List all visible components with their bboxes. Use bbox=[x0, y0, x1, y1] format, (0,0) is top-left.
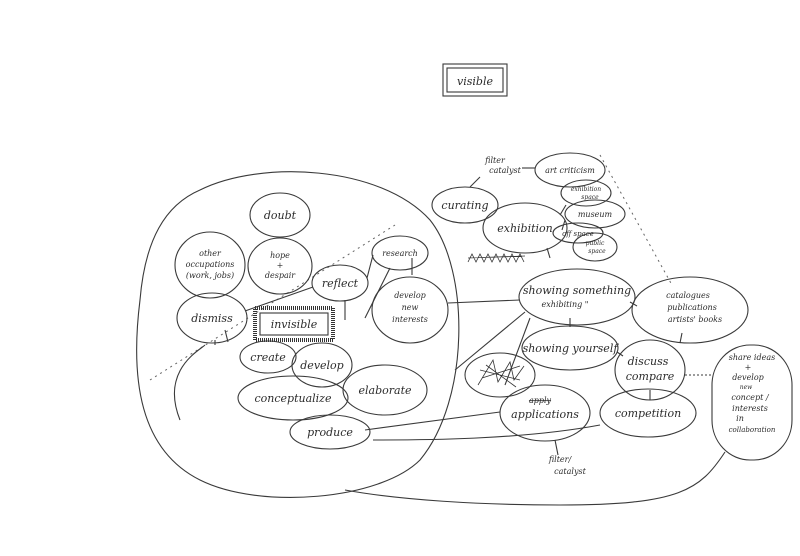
node-label: artists' books bbox=[668, 315, 722, 324]
node-research: research bbox=[371, 235, 429, 271]
node-label: conceptualize bbox=[255, 392, 332, 405]
invisible-sphere bbox=[136, 171, 460, 498]
node-develop-new-interests: develop new interests bbox=[371, 276, 449, 344]
node-label: share ideas bbox=[729, 353, 775, 362]
node-label: create bbox=[250, 351, 286, 364]
node-label: produce bbox=[307, 426, 353, 439]
node-public-space: public space bbox=[572, 232, 618, 262]
node-label: exhibition bbox=[571, 186, 601, 193]
node-reflect: reflect bbox=[311, 264, 369, 302]
node-showing-yourself: showing yourself bbox=[521, 325, 620, 371]
node-label: filter bbox=[484, 156, 506, 165]
node-label: space bbox=[581, 194, 599, 201]
node-art-criticism: art criticism bbox=[534, 152, 606, 188]
node-label: hope bbox=[270, 251, 290, 260]
invisible-box: invisible bbox=[253, 306, 335, 342]
node-dismiss: dismiss bbox=[176, 292, 248, 344]
invisible-label: invisible bbox=[271, 318, 318, 331]
node-label: catalogues bbox=[666, 291, 710, 300]
node-doubt: doubt bbox=[249, 192, 311, 238]
node-showing-something: showing something exhibiting " bbox=[518, 268, 636, 326]
node-label: filter/ bbox=[548, 455, 573, 464]
node-label: applications bbox=[511, 408, 579, 421]
node-label: + bbox=[277, 261, 284, 270]
node-hope-despair: hope + despair bbox=[247, 237, 313, 295]
node-label: apply bbox=[529, 396, 552, 405]
node-label: interests bbox=[392, 315, 428, 324]
node-label: catalyst bbox=[554, 467, 586, 476]
node-off-space: off space bbox=[552, 222, 604, 244]
node-label: art criticism bbox=[545, 166, 595, 175]
node-label: interests bbox=[732, 404, 768, 413]
node-elaborate: elaborate bbox=[342, 364, 428, 416]
label-filter-catalyst-bottom: filter/ catalyst bbox=[548, 455, 587, 476]
node-label: despair bbox=[265, 271, 296, 280]
node-label: showing yourself bbox=[523, 342, 620, 355]
outer-connectors bbox=[173, 167, 726, 506]
node-exhibition: exhibition bbox=[482, 202, 568, 254]
node-apply-applications: apply applications bbox=[499, 384, 591, 442]
node-label: showing something bbox=[523, 284, 631, 297]
node-label: develop bbox=[394, 291, 426, 300]
node-create: create bbox=[239, 340, 297, 374]
node-catalogues: catalogues publications artists' books bbox=[631, 276, 749, 344]
node-label: doubt bbox=[264, 209, 297, 222]
node-label: off space bbox=[562, 230, 594, 238]
inner-connectors bbox=[214, 254, 413, 345]
label-filter-catalyst-top: filter catalyst bbox=[484, 156, 521, 175]
scribbled-node bbox=[464, 352, 536, 398]
visible-label: visible bbox=[457, 75, 493, 88]
node-label: research bbox=[382, 249, 418, 258]
node-label: new bbox=[402, 303, 419, 312]
node-label: exhibiting " bbox=[542, 300, 589, 309]
node-label: dismiss bbox=[191, 312, 233, 325]
node-label: new bbox=[740, 384, 753, 391]
node-label: (work, jobs) bbox=[186, 271, 234, 280]
node-label: occupations bbox=[186, 260, 235, 269]
node-label: public bbox=[586, 240, 605, 247]
node-label: publications bbox=[667, 303, 717, 312]
dotted-boundary-right bbox=[599, 154, 673, 286]
node-produce: produce bbox=[289, 414, 371, 450]
node-label: space bbox=[588, 248, 606, 255]
node-label: exhibition bbox=[497, 222, 553, 235]
node-develop: develop bbox=[291, 342, 353, 388]
node-curating: curating bbox=[431, 186, 499, 224]
node-museum: museum bbox=[564, 199, 626, 229]
node-label: in bbox=[736, 414, 744, 423]
node-label: other bbox=[199, 249, 222, 258]
node-label: reflect bbox=[322, 277, 359, 290]
node-exhibition-space: exhibition space bbox=[560, 179, 612, 207]
node-label: develop bbox=[732, 373, 764, 382]
node-label: + bbox=[745, 363, 752, 372]
node-share-ideas: share ideas + develop new concept / inte… bbox=[711, 344, 793, 461]
node-label: competition bbox=[615, 407, 681, 420]
node-label: collaboration bbox=[729, 426, 776, 434]
dotted-boundary bbox=[149, 224, 396, 381]
node-label: catalyst bbox=[489, 166, 521, 175]
node-other-occupations: other occupations (work, jobs) bbox=[174, 231, 246, 299]
node-label: curating bbox=[441, 199, 488, 212]
node-discuss-compare: discuss compare bbox=[614, 339, 686, 401]
node-label: museum bbox=[578, 210, 613, 219]
node-label: compare bbox=[626, 370, 675, 383]
scribbled-word bbox=[467, 253, 526, 263]
node-competition: competition bbox=[599, 388, 697, 438]
node-conceptualize: conceptualize bbox=[237, 375, 349, 421]
node-label: discuss bbox=[628, 355, 669, 368]
node-label: elaborate bbox=[359, 384, 412, 397]
node-label: concept / bbox=[731, 393, 770, 402]
node-label: develop bbox=[300, 359, 343, 372]
visible-box: visible bbox=[442, 63, 508, 97]
